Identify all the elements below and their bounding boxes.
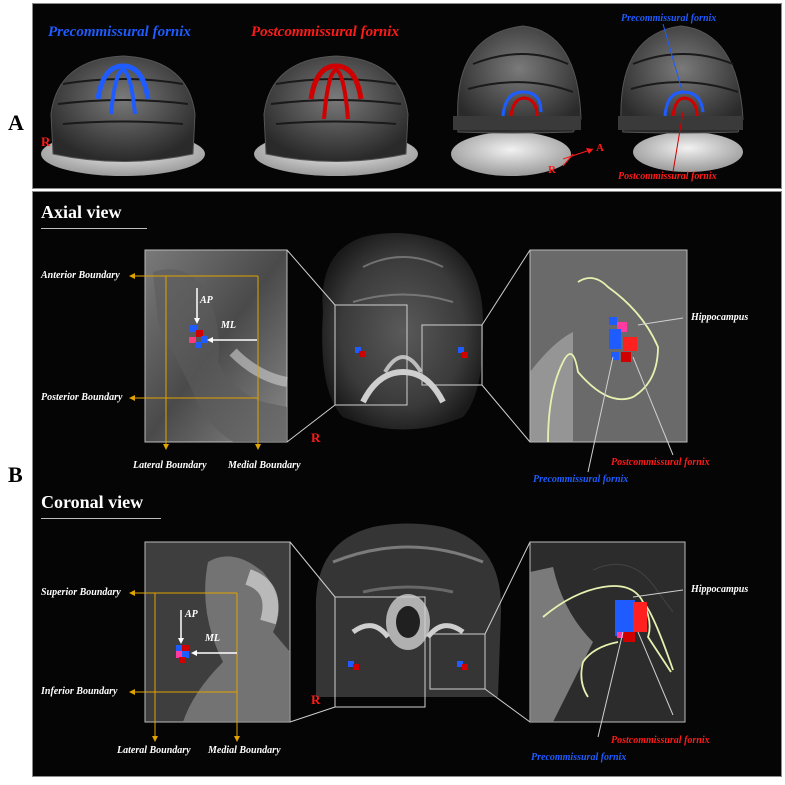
coronal-underline	[41, 518, 161, 519]
coronal-zoom-left	[129, 541, 291, 742]
axial-center-brain	[286, 233, 531, 443]
coronal-superior-label: Superior Boundary	[41, 587, 121, 598]
axial-title: Axial view	[41, 202, 122, 222]
panel-b: Axial view Anterior Boundary Posterior B…	[32, 191, 782, 777]
coronal-medial-label: Medial Boundary	[208, 745, 281, 756]
brain-sagittal-left	[451, 25, 582, 176]
coronal-lateral-label: Lateral Boundary	[117, 745, 191, 756]
panel-a-figure	[41, 23, 744, 176]
axial-ml-label: ML	[221, 320, 236, 331]
axial-pre-label: Precommissural fornix	[533, 474, 629, 485]
label-postcommissural-a: Postcommissural fornix	[251, 24, 399, 40]
axial-ap-label: AP	[200, 295, 213, 306]
axial-medial-label: Medial Boundary	[228, 460, 301, 471]
brain-axial-post	[254, 55, 418, 176]
axial-zoom-right	[529, 249, 688, 473]
panel-a: Precommissural fornix Postcommissural fo…	[32, 3, 782, 189]
axial-underline	[41, 228, 147, 229]
axial-zoom-left	[129, 249, 289, 450]
axial-hippocampus-label: Hippocampus	[691, 312, 749, 323]
orient-a: A	[596, 142, 604, 154]
orientation-arrows	[562, 148, 594, 167]
label-sagittal-post: Postcommissural fornix	[618, 171, 717, 182]
brain-sagittal-right	[618, 23, 744, 173]
brain-axial-pre	[41, 55, 205, 176]
axial-r-marker: R	[311, 430, 321, 445]
coronal-zoom-right	[529, 541, 686, 738]
axial-post-label: Postcommissural fornix	[611, 457, 710, 468]
axial-lateral-label: Lateral Boundary	[133, 460, 207, 471]
label-sagittal-pre: Precommissural fornix	[621, 13, 717, 24]
coronal-ml-label: ML	[205, 633, 220, 644]
axial-anterior-label: Anterior Boundary	[41, 270, 120, 281]
coronal-hippocampus-label: Hippocampus	[691, 584, 749, 595]
label-precommissural-a: Precommissural fornix	[48, 24, 191, 40]
coronal-pre-label: Precommissural fornix	[531, 752, 627, 763]
orient-r: R	[548, 164, 556, 176]
coronal-center-brain	[289, 523, 531, 723]
coronal-ap-label: AP	[185, 609, 198, 620]
coronal-title: Coronal view	[41, 492, 144, 512]
panel-letter-a: A	[8, 110, 24, 135]
panel-letter-b: B	[8, 462, 23, 487]
coronal-inferior-label: Inferior Boundary	[41, 686, 118, 697]
coronal-post-label: Postcommissural fornix	[611, 735, 710, 746]
panel-b-figure	[129, 233, 688, 742]
r-marker-a: R	[41, 134, 51, 149]
axial-posterior-label: Posterior Boundary	[41, 392, 123, 403]
coronal-r-marker: R	[311, 692, 321, 707]
